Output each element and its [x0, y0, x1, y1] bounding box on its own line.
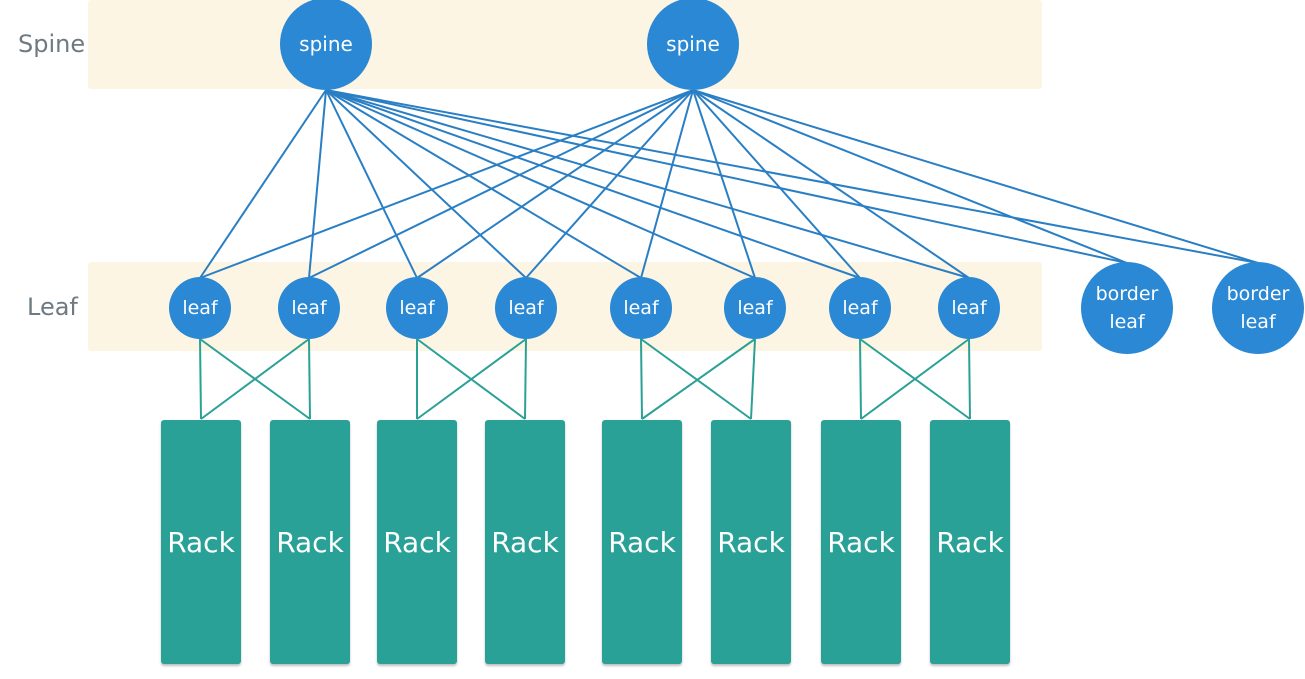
spine-leaf-link	[325, 89, 418, 279]
leaf-node-label: leaf	[623, 297, 659, 319]
rack-label: Rack	[827, 525, 895, 559]
rack-label: Rack	[491, 525, 559, 559]
rack-label: Rack	[717, 525, 785, 559]
spine-layer-band	[88, 0, 1042, 89]
leaf-rack-link	[200, 338, 310, 420]
leaf-rack-link	[308, 338, 311, 420]
leaf-node: leaf	[938, 277, 1000, 339]
rack-label: Rack	[608, 525, 676, 559]
leaf-node: leaf	[724, 277, 786, 339]
spine-leaf-link	[325, 89, 756, 279]
leaf-rack-link	[968, 338, 971, 420]
spine-leaf-link	[325, 89, 527, 279]
leaf-rack-link	[640, 338, 752, 420]
border-leaf-node: border leaf	[1212, 262, 1304, 354]
spine-node: spine	[647, 0, 739, 90]
spine-leaf-link	[325, 89, 642, 279]
spine-leaf-link	[640, 89, 694, 279]
rack-label: Rack	[167, 525, 235, 559]
border-leaf-node: border leaf	[1081, 262, 1173, 354]
spine-leaf-link	[199, 89, 694, 279]
leaf-node: leaf	[169, 277, 231, 339]
spine-node: spine	[280, 0, 372, 90]
rack: Rack	[930, 420, 1010, 664]
leaf-rack-link	[641, 338, 756, 420]
leaf-node: leaf	[610, 277, 672, 339]
leaf-layer-label: Leaf	[27, 293, 78, 321]
rack-label: Rack	[936, 525, 1004, 559]
leaf-rack-link	[750, 338, 756, 420]
spine-border-leaf-link	[692, 89, 1128, 264]
spine-node-label: spine	[299, 32, 353, 56]
spine-leaf-link	[325, 89, 861, 279]
rack: Rack	[602, 420, 682, 664]
spine-node-label: spine	[666, 32, 720, 56]
rack: Rack	[270, 420, 350, 664]
rack: Rack	[821, 420, 901, 664]
spine-leaf-link	[692, 89, 861, 279]
spine-leaf-link	[308, 89, 694, 279]
leaf-node: leaf	[386, 277, 448, 339]
leaf-node: leaf	[278, 277, 340, 339]
leaf-rack-link	[416, 338, 527, 420]
rack-label: Rack	[276, 525, 344, 559]
spine-leaf-link	[525, 89, 694, 279]
leaf-rack-link	[859, 338, 862, 420]
leaf-node-label: leaf	[399, 297, 435, 319]
spine-leaf-link	[416, 89, 694, 279]
leaf-node: leaf	[829, 277, 891, 339]
rack: Rack	[711, 420, 791, 664]
spine-layer-label: Spine	[18, 30, 86, 58]
leaf-rack-link	[640, 338, 643, 420]
rack-label: Rack	[383, 525, 451, 559]
spine-leaf-link	[692, 89, 756, 279]
rack: Rack	[485, 420, 565, 664]
spine-border-leaf-link	[692, 89, 1259, 264]
border-leaf-node-label: border leaf	[1095, 283, 1159, 333]
leaf-node-label: leaf	[737, 297, 773, 319]
spine-leaf-link	[308, 89, 327, 279]
spine-leaf-link	[692, 89, 970, 279]
leaf-node-label: leaf	[182, 297, 218, 319]
leaf-node-label: leaf	[842, 297, 878, 319]
spine-border-leaf-link	[325, 89, 1128, 264]
rack: Rack	[161, 420, 241, 664]
leaf-node-label: leaf	[291, 297, 327, 319]
spine-border-leaf-link	[325, 89, 1259, 264]
spine-leaf-link	[199, 89, 327, 279]
leaf-node: leaf	[495, 277, 557, 339]
spine-leaf-link	[325, 89, 970, 279]
leaf-node-label: leaf	[951, 297, 987, 319]
border-leaf-node-label: border leaf	[1226, 283, 1290, 333]
leaf-rack-link	[860, 338, 970, 420]
leaf-rack-link	[199, 338, 202, 420]
leaf-node-label: leaf	[508, 297, 544, 319]
leaf-rack-link	[524, 338, 527, 420]
rack: Rack	[377, 420, 457, 664]
